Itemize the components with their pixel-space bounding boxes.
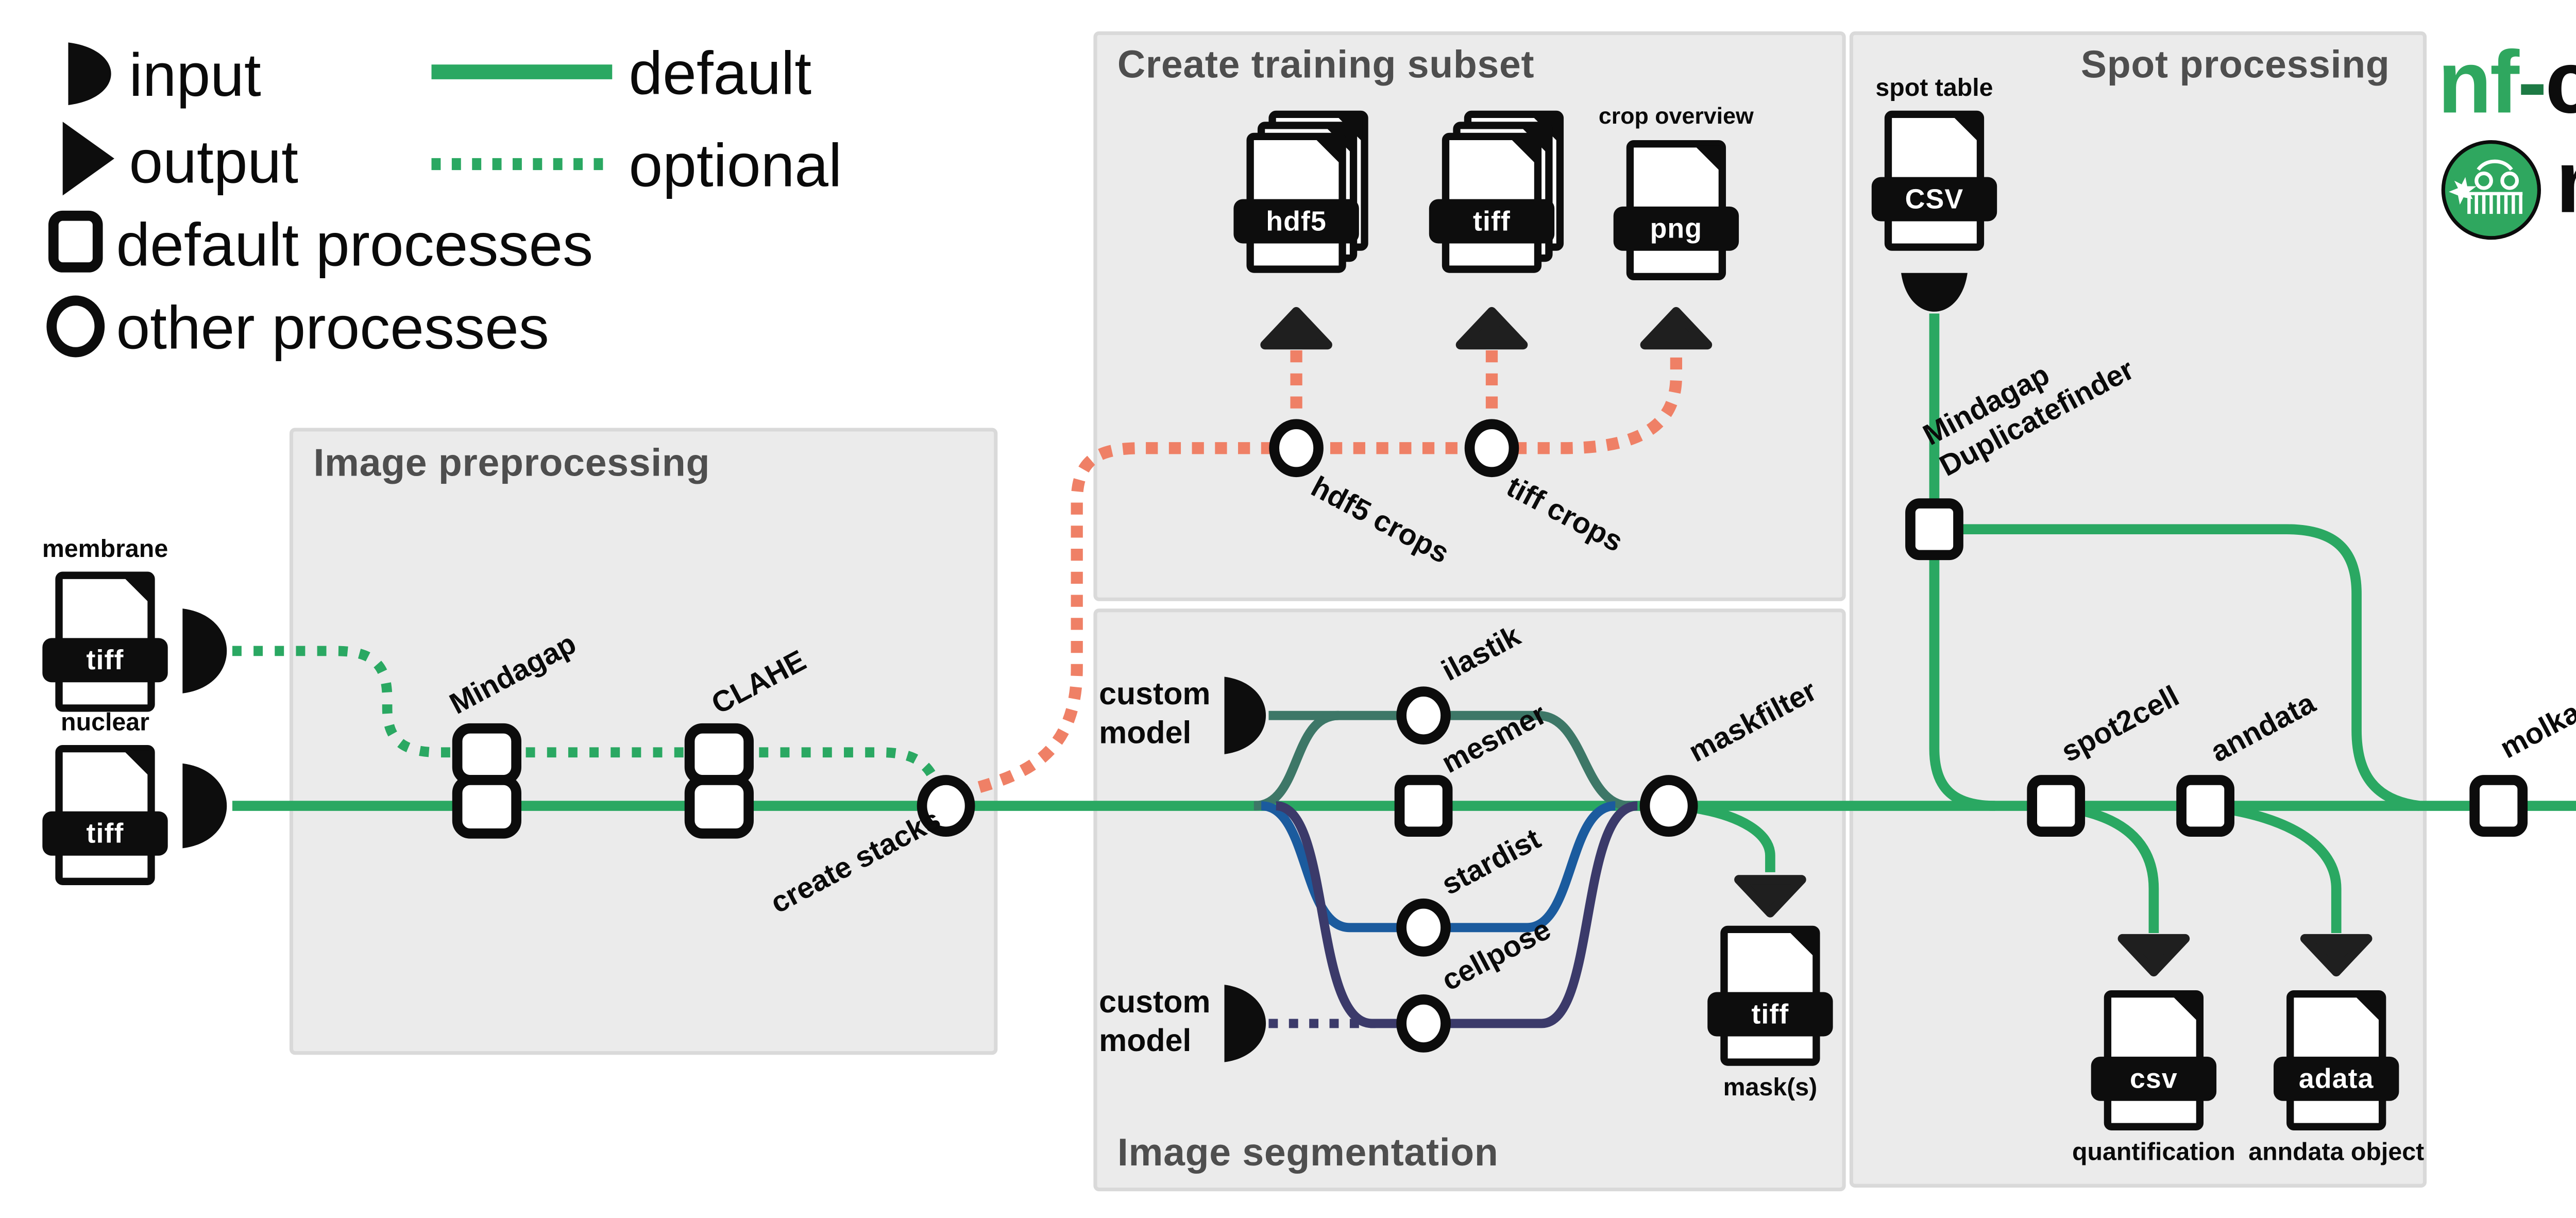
png-output-icon	[1640, 307, 1713, 350]
anndata-caption: anndata object	[2248, 1138, 2425, 1165]
spot-table-file-ext: CSV	[1871, 177, 1997, 222]
title-create-training-subset: Create training subset	[1117, 44, 1535, 87]
nuclear-caption: nuclear	[61, 708, 149, 736]
tiffcrops-output-icon	[1455, 307, 1528, 350]
membrane-input-icon	[182, 608, 227, 693]
mindagap-node	[452, 723, 521, 839]
output-icon	[62, 122, 114, 196]
quantification-file: csv	[2091, 987, 2217, 1130]
membrane-file-ext: tiff	[42, 638, 168, 683]
box-image-segmentation	[1093, 608, 1846, 1192]
legend-other-processes-label: other processes	[116, 293, 549, 362]
anndata-node	[2176, 775, 2234, 837]
input-icon	[68, 42, 111, 106]
logo-nf-core: nf-core/	[2438, 33, 2576, 134]
default-process-icon	[48, 210, 103, 273]
mask-file-ext: tiff	[1707, 992, 1833, 1037]
ilastik-node	[1396, 686, 1451, 745]
spot-table-caption: spot table	[1875, 74, 1993, 102]
stardist-node	[1396, 898, 1451, 957]
logo-molkart: molkart	[2556, 133, 2576, 234]
crop-overview-caption: crop overview	[1598, 103, 1754, 129]
molkartqc-node	[2469, 775, 2528, 837]
custom-model-top-label: custom model	[1099, 676, 1211, 751]
edge-optional-membrane	[232, 646, 942, 788]
hdf5-output-icon	[1260, 307, 1332, 350]
logo-dash: -	[2517, 35, 2547, 133]
nuclear-file: tiff	[42, 741, 168, 885]
quantification-output-icon	[2117, 934, 2190, 977]
crop-overview-file: png	[1613, 137, 1739, 281]
custom-model-top-input-icon	[1224, 676, 1266, 754]
legend-default-label: default	[629, 39, 812, 107]
edge-anndata-out	[2215, 802, 2342, 934]
spot2cell-node	[2027, 775, 2086, 837]
membrane-caption: membrane	[42, 534, 168, 563]
spot-table-file: CSV	[1871, 107, 1997, 251]
nuclear-input-icon	[182, 763, 227, 849]
anndata-file-ext: adata	[2274, 1056, 2399, 1101]
edge-dupfinder-loop	[1958, 524, 2420, 811]
quantification-file-ext: csv	[2091, 1056, 2217, 1101]
duplicatefinder-node	[1905, 498, 1963, 561]
title-spot-processing: Spot processing	[2080, 44, 2390, 87]
legend-input-label: input	[129, 40, 261, 109]
legend-output-label: output	[129, 127, 298, 196]
tiff-crops-file: tiff	[1429, 110, 1564, 273]
mask-caption: mask(s)	[1723, 1073, 1818, 1101]
edge-maskfilter-out	[1692, 802, 1775, 872]
custom-model-bottom-label: custom model	[1099, 985, 1211, 1059]
edge-ilastik	[1268, 711, 1631, 811]
cellpose-node	[1396, 994, 1451, 1053]
nuclear-file-ext: tiff	[42, 811, 168, 856]
box-image-preprocessing	[289, 428, 998, 1055]
logo-nf: nf	[2437, 35, 2520, 133]
edge-dupfinder-down	[1929, 553, 1995, 811]
crop-overview-file-ext: png	[1613, 206, 1739, 251]
tiff-crops-file-ext: tiff	[1429, 199, 1555, 244]
mk-badge-icon	[2441, 140, 2541, 240]
quantification-caption: quantification	[2072, 1138, 2235, 1165]
hdf5-crops-node	[1269, 419, 1324, 478]
membrane-file: tiff	[42, 568, 168, 712]
create-stacks-node	[917, 775, 975, 837]
edge-ilastik-branch	[1253, 711, 1340, 811]
legend-optional-label: optional	[629, 131, 842, 199]
edge-cellpose	[1275, 801, 1638, 1028]
anndata-output-icon	[2300, 934, 2372, 977]
logo-core: core/	[2545, 35, 2576, 133]
hdf5-crops-file: hdf5	[1233, 110, 1368, 273]
mask-file: tiff	[1707, 922, 1833, 1066]
tiff-crops-node	[1464, 419, 1519, 478]
title-image-preprocessing: Image preprocessing	[313, 442, 710, 485]
hdf5-crops-file-ext: hdf5	[1233, 199, 1359, 244]
legend-default-processes-label: default processes	[116, 210, 594, 279]
anndata-file: adata	[2274, 987, 2399, 1130]
spot-table-input-icon	[1901, 273, 1968, 312]
clahe-node	[684, 723, 754, 839]
mesmer-node	[1394, 775, 1453, 837]
edge-spot2cell-out	[2064, 802, 2159, 934]
mask-output-icon	[1734, 875, 1806, 918]
maskfilter-node	[1639, 775, 1698, 837]
title-image-segmentation: Image segmentation	[1117, 1132, 1499, 1175]
custom-model-bottom-input-icon	[1224, 985, 1266, 1062]
other-process-icon	[46, 295, 105, 358]
